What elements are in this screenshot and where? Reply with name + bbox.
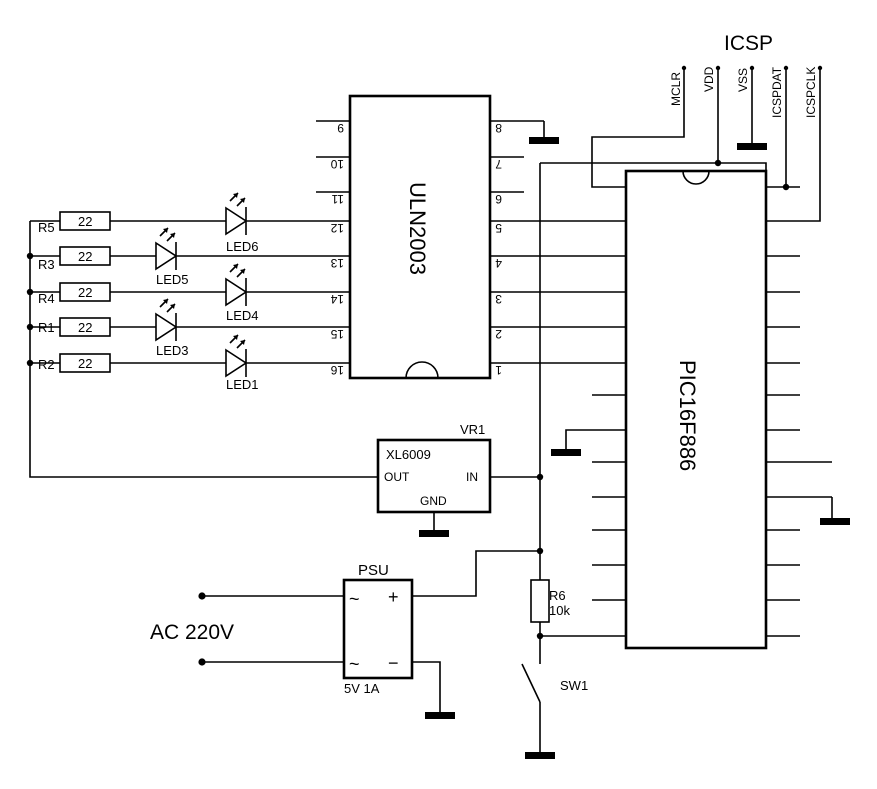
uln-pin-14: 14 bbox=[330, 292, 344, 306]
resistor-r3-ref: R3 bbox=[38, 257, 55, 272]
resistor-r5-ref: R5 bbox=[38, 220, 55, 235]
regulator-gnd: GND bbox=[420, 494, 447, 508]
regulator-vr1: VR1 XL6009 OUT IN GND bbox=[376, 422, 540, 537]
pic16f886-chip: PIC16F886 bbox=[592, 169, 832, 650]
uln2003-chip: ULN2003 9 10 11 12 13 14 15 16 8 7 6 5 4… bbox=[316, 94, 626, 380]
ground-symbol bbox=[525, 752, 555, 759]
led-led5: LED5 bbox=[155, 227, 189, 287]
led-resistor-array: 22 22 22 22 22 R5 R3 R4 R1 R2 LED6 LED5 … bbox=[26, 192, 378, 478]
svg-text:LED1: LED1 bbox=[226, 377, 259, 392]
r6-value: 10k bbox=[549, 603, 570, 618]
uln-pin-3: 3 bbox=[495, 292, 502, 306]
psu-rating: 5V 1A bbox=[344, 681, 380, 696]
ground-symbol bbox=[551, 449, 581, 456]
regulator-out: OUT bbox=[384, 470, 410, 484]
led-led3: LED3 bbox=[155, 298, 189, 358]
icsp-wiring bbox=[540, 68, 850, 525]
resistor-r4-ref: R4 bbox=[38, 291, 55, 306]
psu-ac-symbol-bottom: ~ bbox=[349, 654, 360, 674]
pic16f886-label: PIC16F886 bbox=[675, 360, 700, 471]
uln-pin-4: 4 bbox=[495, 256, 502, 270]
ground-symbol bbox=[529, 137, 559, 144]
uln2003-label: ULN2003 bbox=[405, 182, 430, 275]
psu-label: PSU bbox=[358, 562, 389, 579]
resistor-r4-value: 22 bbox=[78, 285, 92, 300]
resistor-r1-value: 22 bbox=[78, 320, 92, 335]
svg-text:LED6: LED6 bbox=[226, 239, 259, 254]
ground-symbol bbox=[425, 712, 455, 719]
uln-pin-2: 2 bbox=[495, 327, 502, 341]
svg-text:LED3: LED3 bbox=[156, 343, 189, 358]
psu-ac-symbol-top: ~ bbox=[349, 589, 360, 609]
uln-pin-1: 1 bbox=[495, 363, 502, 377]
led-led1: LED1 bbox=[225, 334, 259, 392]
resistor-r5-value: 22 bbox=[78, 214, 92, 229]
resistor-r1-ref: R1 bbox=[38, 320, 55, 335]
psu-minus: − bbox=[388, 653, 399, 673]
svg-text:LED5: LED5 bbox=[156, 272, 189, 287]
icsp-header: MCLR VDD VSS ICSPDAT ICSPCLK bbox=[669, 65, 823, 118]
supply-rail bbox=[536, 163, 592, 580]
icsp-pin-mclr: MCLR bbox=[669, 72, 683, 106]
svg-text:LED4: LED4 bbox=[226, 308, 259, 323]
icsp-title: ICSP bbox=[724, 32, 773, 55]
psu-plus: + bbox=[388, 587, 399, 607]
uln-pin-6: 6 bbox=[495, 192, 502, 206]
regulator-name: XL6009 bbox=[386, 447, 431, 462]
uln-pin-5: 5 bbox=[495, 221, 502, 235]
sw1-label: SW1 bbox=[560, 678, 588, 693]
ground-symbol bbox=[737, 143, 767, 150]
uln-pin-9: 9 bbox=[337, 121, 344, 135]
icsp-pin-icspclk: ICSPCLK bbox=[804, 67, 818, 118]
resistor-r2-ref: R2 bbox=[38, 357, 55, 372]
uln-pin-15: 15 bbox=[330, 327, 344, 341]
ac-input-label: AC 220V bbox=[150, 621, 234, 644]
uln-pin-16: 16 bbox=[330, 363, 344, 377]
icsp-pin-icspdat: ICSPDAT bbox=[770, 66, 784, 118]
uln-pin-13: 13 bbox=[330, 256, 344, 270]
resistor-r2-value: 22 bbox=[78, 356, 92, 371]
switch-sw1: SW1 bbox=[521, 663, 588, 759]
led-led6: LED6 bbox=[225, 192, 259, 254]
uln-pin-7: 7 bbox=[495, 157, 502, 171]
ground-symbol bbox=[820, 518, 850, 525]
uln-pin-10: 10 bbox=[330, 157, 344, 171]
r6-ref: R6 bbox=[549, 588, 566, 603]
icsp-pin-vss: VSS bbox=[736, 68, 750, 92]
icsp-pin-vdd: VDD bbox=[702, 66, 716, 92]
regulator-in: IN bbox=[466, 470, 478, 484]
ground-symbol bbox=[419, 530, 449, 537]
psu: PSU ~ ~ + − 5V 1A bbox=[198, 550, 540, 719]
uln-pin-12: 12 bbox=[330, 221, 344, 235]
resistor-r6: R6 10k bbox=[530, 579, 626, 664]
led-led4: LED4 bbox=[225, 263, 259, 323]
resistor-r3-value: 22 bbox=[78, 249, 92, 264]
uln-pin-8: 8 bbox=[495, 121, 502, 135]
uln-pin-11: 11 bbox=[331, 192, 344, 206]
regulator-ref: VR1 bbox=[460, 422, 485, 437]
